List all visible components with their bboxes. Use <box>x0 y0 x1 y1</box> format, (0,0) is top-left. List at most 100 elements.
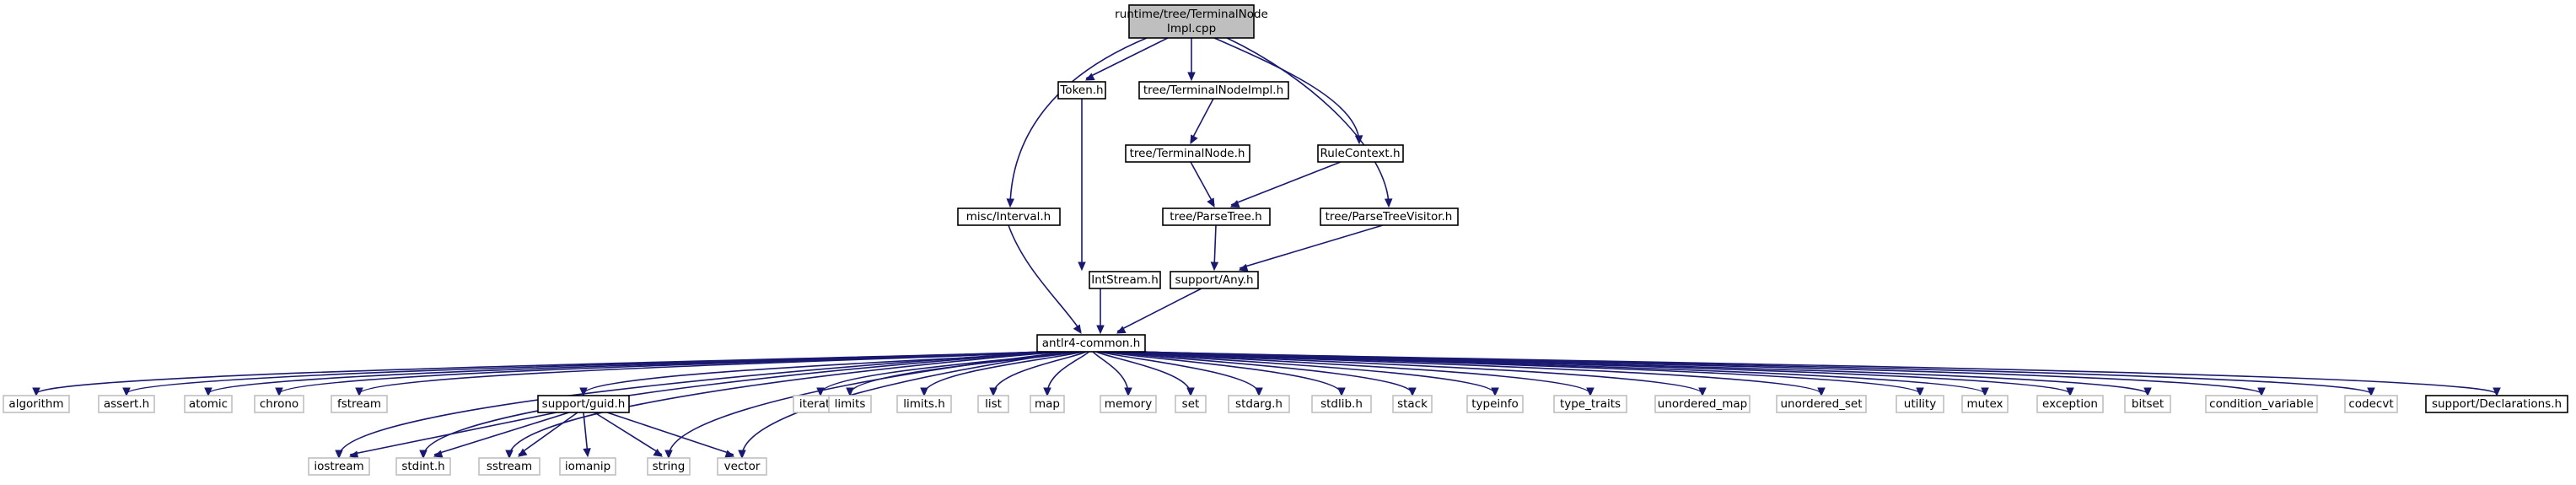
node-parsetree-h[interactable]: tree/ParseTree.h <box>1162 207 1271 226</box>
edge-common-to-unordered-map-arrowhead <box>1698 387 1707 397</box>
edge-common-to-exception-arrowhead <box>2066 387 2074 397</box>
node-bitset[interactable]: bitset <box>2124 395 2171 413</box>
edge-guid-to-iomanip <box>583 412 589 455</box>
node-limits[interactable]: limits <box>828 395 872 413</box>
node-fstream-label: fstream <box>337 397 381 411</box>
edge-common-to-support-declarations-h-arrowhead <box>2493 387 2501 397</box>
edge-common-to-atomic-arrowhead <box>204 387 212 397</box>
node-set[interactable]: set <box>1175 395 1207 413</box>
node-vector[interactable]: vector <box>717 457 767 476</box>
node-token-h[interactable]: Token.h <box>1057 81 1106 100</box>
node-stdarg-h[interactable]: stdarg.h <box>1228 395 1290 413</box>
node-mutex-label: mutex <box>1966 397 2003 411</box>
edge-root-to-terminalnodeimpl-h-arrowhead <box>1187 72 1196 82</box>
node-limits-h-label: limits.h <box>903 397 945 411</box>
node-any-h-label: support/Any.h <box>1175 273 1253 287</box>
node-parsetreevisitor-h[interactable]: tree/ParseTreeVisitor.h <box>1320 207 1459 226</box>
node-string[interactable]: string <box>647 457 691 476</box>
node-typeinfo[interactable]: typeinfo <box>1466 395 1524 413</box>
node-memory-label: memory <box>1105 397 1152 411</box>
node-root-file[interactable]: runtime/tree/TerminalNode Impl.cpp <box>1115 4 1268 39</box>
node-utility[interactable]: utility <box>1896 395 1944 413</box>
node-stack-label: stack <box>1397 397 1428 411</box>
edge-root-to-misc-interval-h-arrowhead <box>1006 198 1015 208</box>
node-type-traits-label: type_traits <box>1560 397 1621 411</box>
edge-common-to-limits-arrowhead <box>846 387 854 397</box>
node-unordered-map[interactable]: unordered_map <box>1654 395 1750 413</box>
node-algorithm[interactable]: algorithm <box>3 395 70 413</box>
node-rulecontext-h[interactable]: RuleContext.h <box>1317 144 1404 163</box>
node-misc-interval-h[interactable]: misc/Interval.h <box>957 207 1061 226</box>
node-unordered-set[interactable]: unordered_set <box>1776 395 1867 413</box>
graph-edges <box>32 37 2501 460</box>
edge-common-to-string-arrowhead <box>664 450 673 460</box>
node-intstream-h[interactable]: IntStream.h <box>1089 271 1161 289</box>
edge-root-to-parsetreevisitor-h <box>1226 37 1390 206</box>
node-stdint-h[interactable]: stdint.h <box>395 457 451 476</box>
edge-common-to-set-arrowhead <box>1186 387 1195 397</box>
node-codecvt[interactable]: codecvt <box>2344 395 2398 413</box>
edge-root-to-misc-interval-h <box>1009 37 1148 206</box>
node-assert-h[interactable]: assert.h <box>98 395 155 413</box>
node-sstream[interactable]: sstream <box>478 457 540 476</box>
node-chrono[interactable]: chrono <box>254 395 304 413</box>
edge-common-to-chrono <box>278 351 1051 395</box>
node-support-guid-h[interactable]: support/guid.h <box>537 395 630 413</box>
edge-common-to-string <box>668 351 1071 457</box>
node-string-label: string <box>653 460 686 473</box>
edge-root-to-token-h <box>1085 37 1169 79</box>
edge-parsetreevisitor-h-to-any-h-arrowhead <box>1238 263 1249 272</box>
node-condition-variable[interactable]: condition_variable <box>2205 395 2318 413</box>
node-stdlib-h[interactable]: stdlib.h <box>1311 395 1372 413</box>
node-limits-h[interactable]: limits.h <box>896 395 952 413</box>
edge-common-to-sstream <box>508 351 1062 457</box>
edge-common-to-vector-arrowhead <box>738 450 746 460</box>
edge-root-to-token-h-arrowhead <box>1084 73 1095 81</box>
node-support-declarations-h[interactable]: support/Declarations.h <box>2425 395 2568 413</box>
node-stdarg-h-label: stdarg.h <box>1235 397 1283 411</box>
node-map[interactable]: map <box>1030 395 1065 413</box>
node-terminalnodeimpl-h-label: tree/TerminalNodeImpl.h <box>1143 84 1283 97</box>
node-set-label: set <box>1182 397 1200 411</box>
edge-common-to-limits-h-arrowhead <box>920 387 928 397</box>
node-atomic[interactable]: atomic <box>184 395 233 413</box>
node-terminalnodeimpl-h[interactable]: tree/TerminalNodeImpl.h <box>1138 81 1289 100</box>
node-antlr4-common-h-label: antlr4-common.h <box>1042 337 1141 350</box>
edge-common-to-unordered-map <box>1121 351 1703 395</box>
node-iostream[interactable]: iostream <box>308 457 370 476</box>
edge-common-to-condition-variable-arrowhead <box>2257 387 2266 397</box>
edge-guid-to-iostream <box>349 412 557 455</box>
node-list[interactable]: list <box>977 395 1009 413</box>
edge-common-to-bitset-arrowhead <box>2143 387 2152 397</box>
edge-common-to-type-traits-arrowhead <box>1586 387 1595 397</box>
edge-guid-to-stdint-h <box>433 412 570 455</box>
node-exception[interactable]: exception <box>2036 395 2104 413</box>
node-assert-h-label: assert.h <box>104 397 149 411</box>
edge-common-to-codecvt-arrowhead <box>2367 387 2375 397</box>
node-any-h[interactable]: support/Any.h <box>1170 271 1259 289</box>
edge-token-h-to-intstream-h-arrowhead <box>1078 261 1086 272</box>
edge-common-to-list-arrowhead <box>989 387 998 397</box>
edge-common-to-assert-h-arrowhead <box>122 387 131 397</box>
edge-common-to-unordered-set-arrowhead <box>1817 387 1826 397</box>
edge-misc-interval-h-to-common-h <box>1008 224 1082 332</box>
edge-common-to-list <box>992 351 1087 395</box>
node-stack[interactable]: stack <box>1392 395 1433 413</box>
node-type-traits[interactable]: type_traits <box>1553 395 1627 413</box>
node-antlr4-common-h[interactable]: antlr4-common.h <box>1036 334 1146 353</box>
edge-any-h-to-common-h-arrowhead <box>1116 326 1127 334</box>
edge-common-to-vector <box>741 351 1074 457</box>
node-unordered-set-label: unordered_set <box>1780 397 1862 411</box>
node-iomanip-label: iomanip <box>565 460 610 473</box>
node-iomanip[interactable]: iomanip <box>559 457 616 476</box>
node-memory[interactable]: memory <box>1100 395 1157 413</box>
node-mutex[interactable]: mutex <box>1961 395 2009 413</box>
edge-rulecontext-h-to-parsetree-h <box>1230 161 1342 206</box>
node-terminalnode-h[interactable]: tree/TerminalNode.h <box>1125 144 1250 163</box>
edge-common-to-limits-h <box>923 351 1084 395</box>
node-iostream-label: iostream <box>314 460 363 473</box>
node-chrono-label: chrono <box>260 397 298 411</box>
edge-common-to-support-guid-h-arrowhead <box>579 387 588 397</box>
node-fstream[interactable]: fstream <box>331 395 388 413</box>
node-utility-label: utility <box>1904 397 1936 411</box>
